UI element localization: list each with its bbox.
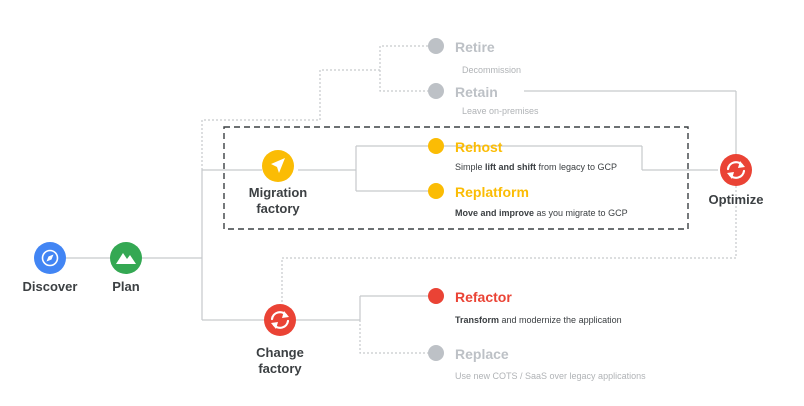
replace-dot xyxy=(428,345,444,361)
retain-dot xyxy=(428,83,444,99)
solid-connectors xyxy=(66,90,737,321)
retain-desc: Leave on-premises xyxy=(462,106,539,116)
retire-dot xyxy=(428,38,444,54)
migration-factory-label-line1: Migration xyxy=(248,185,308,200)
migration-factory-label-line2: factory xyxy=(256,201,300,216)
dotted-connectors xyxy=(201,45,737,354)
navigation-arrow-icon xyxy=(271,158,285,173)
change-factory-node xyxy=(264,304,296,336)
replace-desc: Use new COTS / SaaS over legacy applicat… xyxy=(455,371,646,381)
rehost-title: Rehost xyxy=(455,139,503,155)
retain-title: Retain xyxy=(455,84,498,100)
rehost-desc: Simple lift and shift from legacy to GCP xyxy=(455,162,618,172)
migration-factory-box xyxy=(223,126,689,230)
plan-node xyxy=(110,242,142,274)
replace-title: Replace xyxy=(455,346,509,362)
retire-desc: Decommission xyxy=(462,65,522,75)
replatform-dot xyxy=(428,183,444,199)
discover-label: Discover xyxy=(22,279,78,294)
migration-factory-node xyxy=(262,150,294,182)
rehost-dot xyxy=(428,138,444,154)
refactor-desc: Transform and modernize the application xyxy=(455,315,622,325)
refactor-dot xyxy=(428,288,444,304)
optimize-node xyxy=(720,154,752,186)
change-factory-circle xyxy=(264,304,296,336)
change-factory-label-line1: Change xyxy=(256,345,304,360)
optimize-circle xyxy=(720,154,752,186)
refactor-title: Refactor xyxy=(455,289,512,305)
change-factory-label-line2: factory xyxy=(258,361,302,376)
compass-icon xyxy=(41,249,59,267)
replatform-title: Replatform xyxy=(455,184,529,200)
plan-label: Plan xyxy=(112,279,140,294)
discover-node xyxy=(34,242,66,274)
replatform-desc: Move and improve as you migrate to GCP xyxy=(455,208,628,218)
mountain-icon xyxy=(116,253,136,264)
retire-title: Retire xyxy=(455,39,495,55)
optimize-label: Optimize xyxy=(708,192,764,207)
